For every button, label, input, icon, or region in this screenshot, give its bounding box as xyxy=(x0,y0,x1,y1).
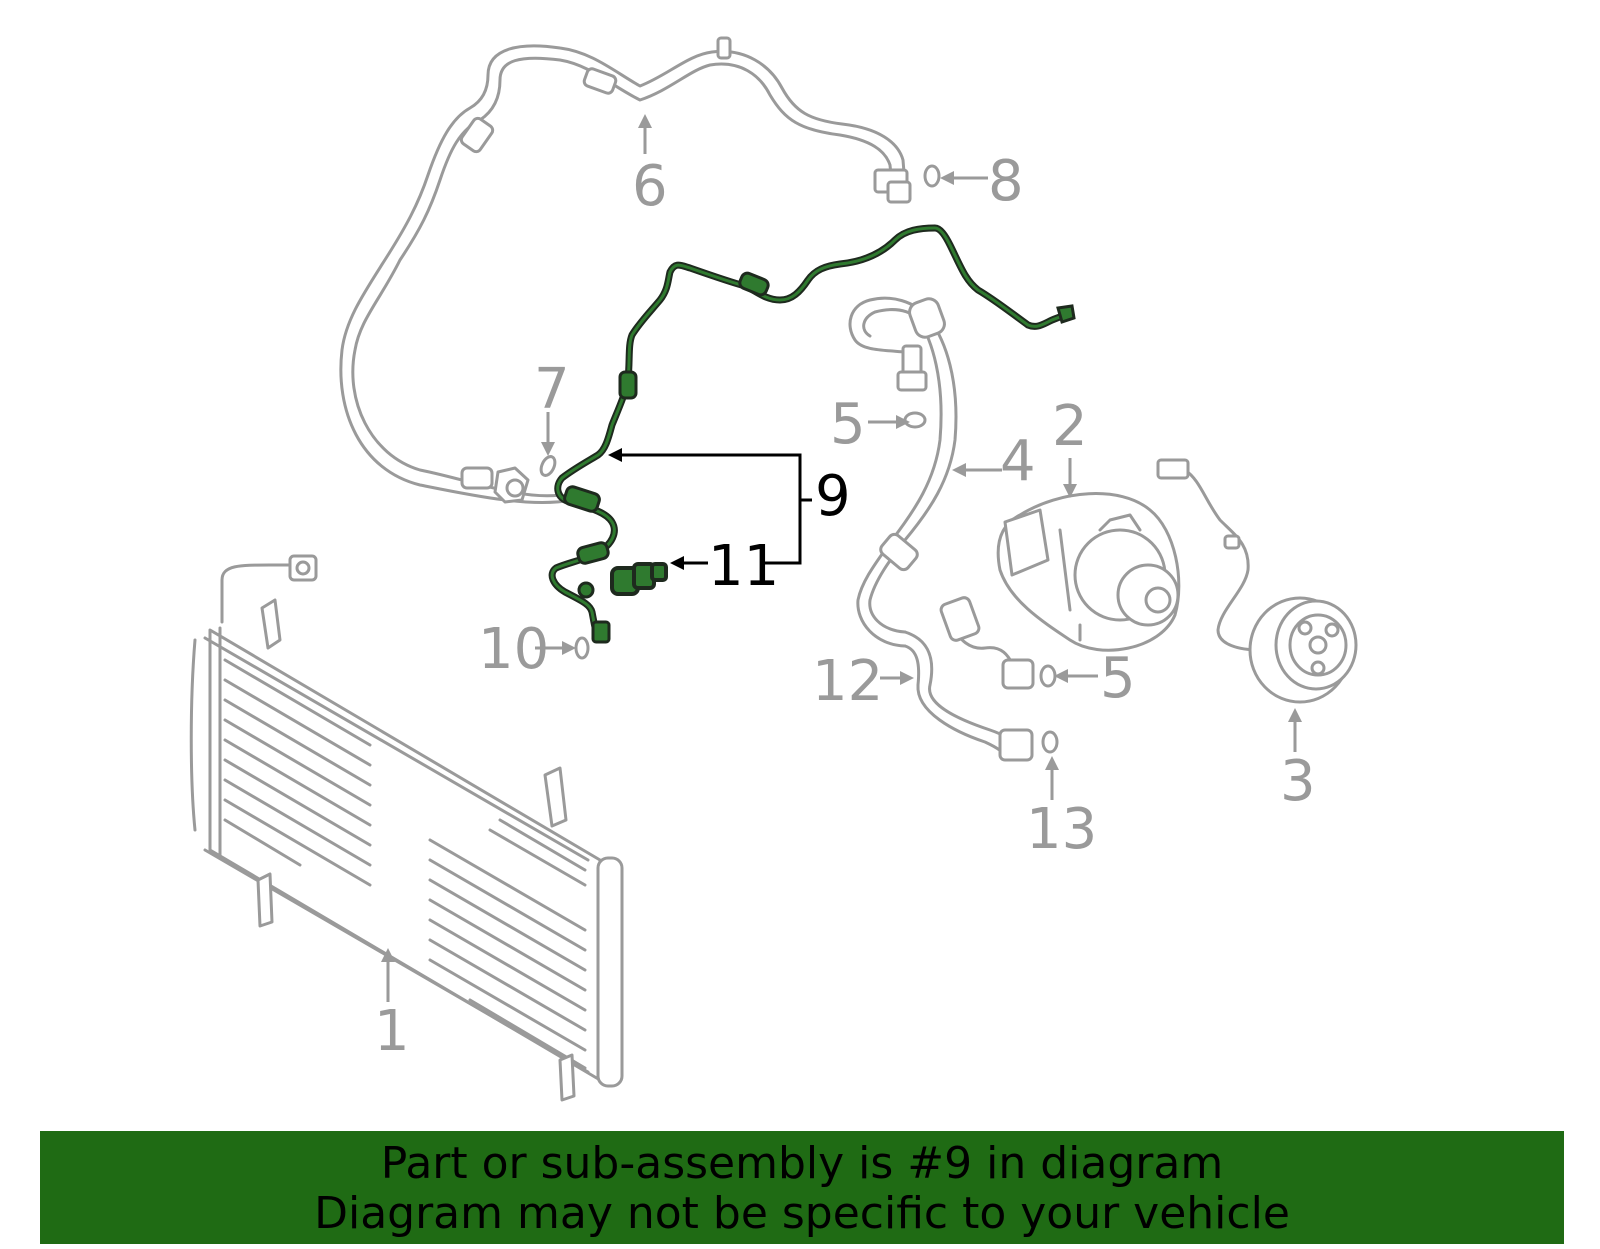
part-12-line xyxy=(903,596,1035,762)
oring-7 xyxy=(539,455,557,477)
callout-8: 8 xyxy=(988,149,1024,214)
callout-10: 10 xyxy=(478,617,549,682)
oring-13 xyxy=(1041,730,1059,754)
part-2-compressor xyxy=(996,492,1181,652)
callout-1: 1 xyxy=(374,999,410,1064)
banner-line-1: Part or sub-assembly is #9 in diagram xyxy=(380,1138,1224,1189)
part-9-line xyxy=(548,224,1076,644)
callout-5a: 5 xyxy=(830,392,866,457)
oring-8 xyxy=(923,164,941,188)
part-11-switch xyxy=(610,562,668,596)
part-1-condenser xyxy=(189,554,624,1102)
callout-11: 11 xyxy=(708,534,779,599)
oring-5a xyxy=(903,411,927,429)
callout-arrows xyxy=(381,114,1302,1002)
callout-4: 4 xyxy=(1000,429,1036,494)
callout-6: 6 xyxy=(632,154,668,219)
callout-5b: 5 xyxy=(1100,646,1136,711)
part-4-hose xyxy=(848,296,958,648)
info-banner: Part or sub-assembly is #9 in diagram Di… xyxy=(40,1131,1564,1244)
callout-9: 9 xyxy=(815,464,851,529)
callout-7: 7 xyxy=(534,357,570,422)
part-6-hose xyxy=(339,36,912,504)
callout-2: 2 xyxy=(1052,394,1088,459)
part-3-clutch xyxy=(1156,458,1358,704)
callout-13: 13 xyxy=(1026,797,1097,862)
oring-5b xyxy=(1039,664,1057,688)
callout-12: 12 xyxy=(812,649,883,714)
callout-3: 3 xyxy=(1280,749,1316,814)
oring-10 xyxy=(574,636,590,660)
banner-line-2: Diagram may not be specific to your vehi… xyxy=(314,1188,1290,1239)
